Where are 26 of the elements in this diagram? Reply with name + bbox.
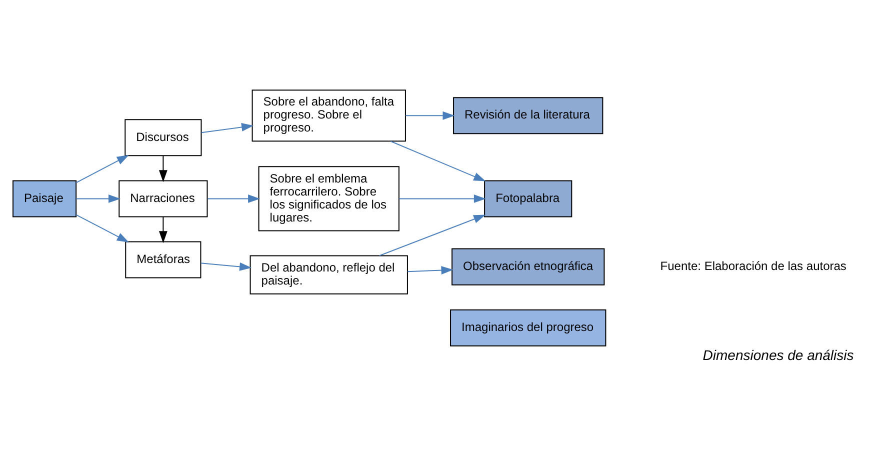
- arrow: [206, 194, 260, 203]
- arrow: [75, 194, 120, 203]
- label: Fuente: Elaboración de las autoras: [660, 258, 846, 273]
- node-box: Discursos: [124, 119, 202, 156]
- node-box: Del abandono, reflejo del paisaje.: [249, 255, 408, 294]
- node-box: Sobre el abandono, falta progreso. Sobre el progreso.: [251, 90, 406, 142]
- arrow: [406, 266, 453, 274]
- arrow: [158, 155, 167, 182]
- node-box: Narraciones: [118, 180, 208, 218]
- arrow: [378, 214, 486, 256]
- node-box: Imaginarios del progreso: [450, 309, 606, 346]
- arrow: [75, 214, 128, 242]
- arrow: [404, 111, 454, 120]
- node-box: Sobre el emblema ferrocarrilero. Sobre los significados de los lugares.: [258, 166, 399, 232]
- arrow: [398, 194, 486, 203]
- arrow: [390, 140, 486, 182]
- arrow: [200, 262, 252, 271]
- node-box: Revisión de la literatura: [452, 97, 603, 134]
- arrow: [200, 123, 254, 134]
- arrow: [75, 155, 128, 184]
- node-box: Fotopalabra: [484, 180, 572, 218]
- node-box: Observación etnográfica: [451, 248, 604, 286]
- node-box: Paisaje: [12, 180, 76, 218]
- caption: Dimensiones de análisis: [702, 347, 854, 364]
- node-box: Metáforas: [124, 241, 201, 278]
- arrow: [158, 216, 167, 244]
